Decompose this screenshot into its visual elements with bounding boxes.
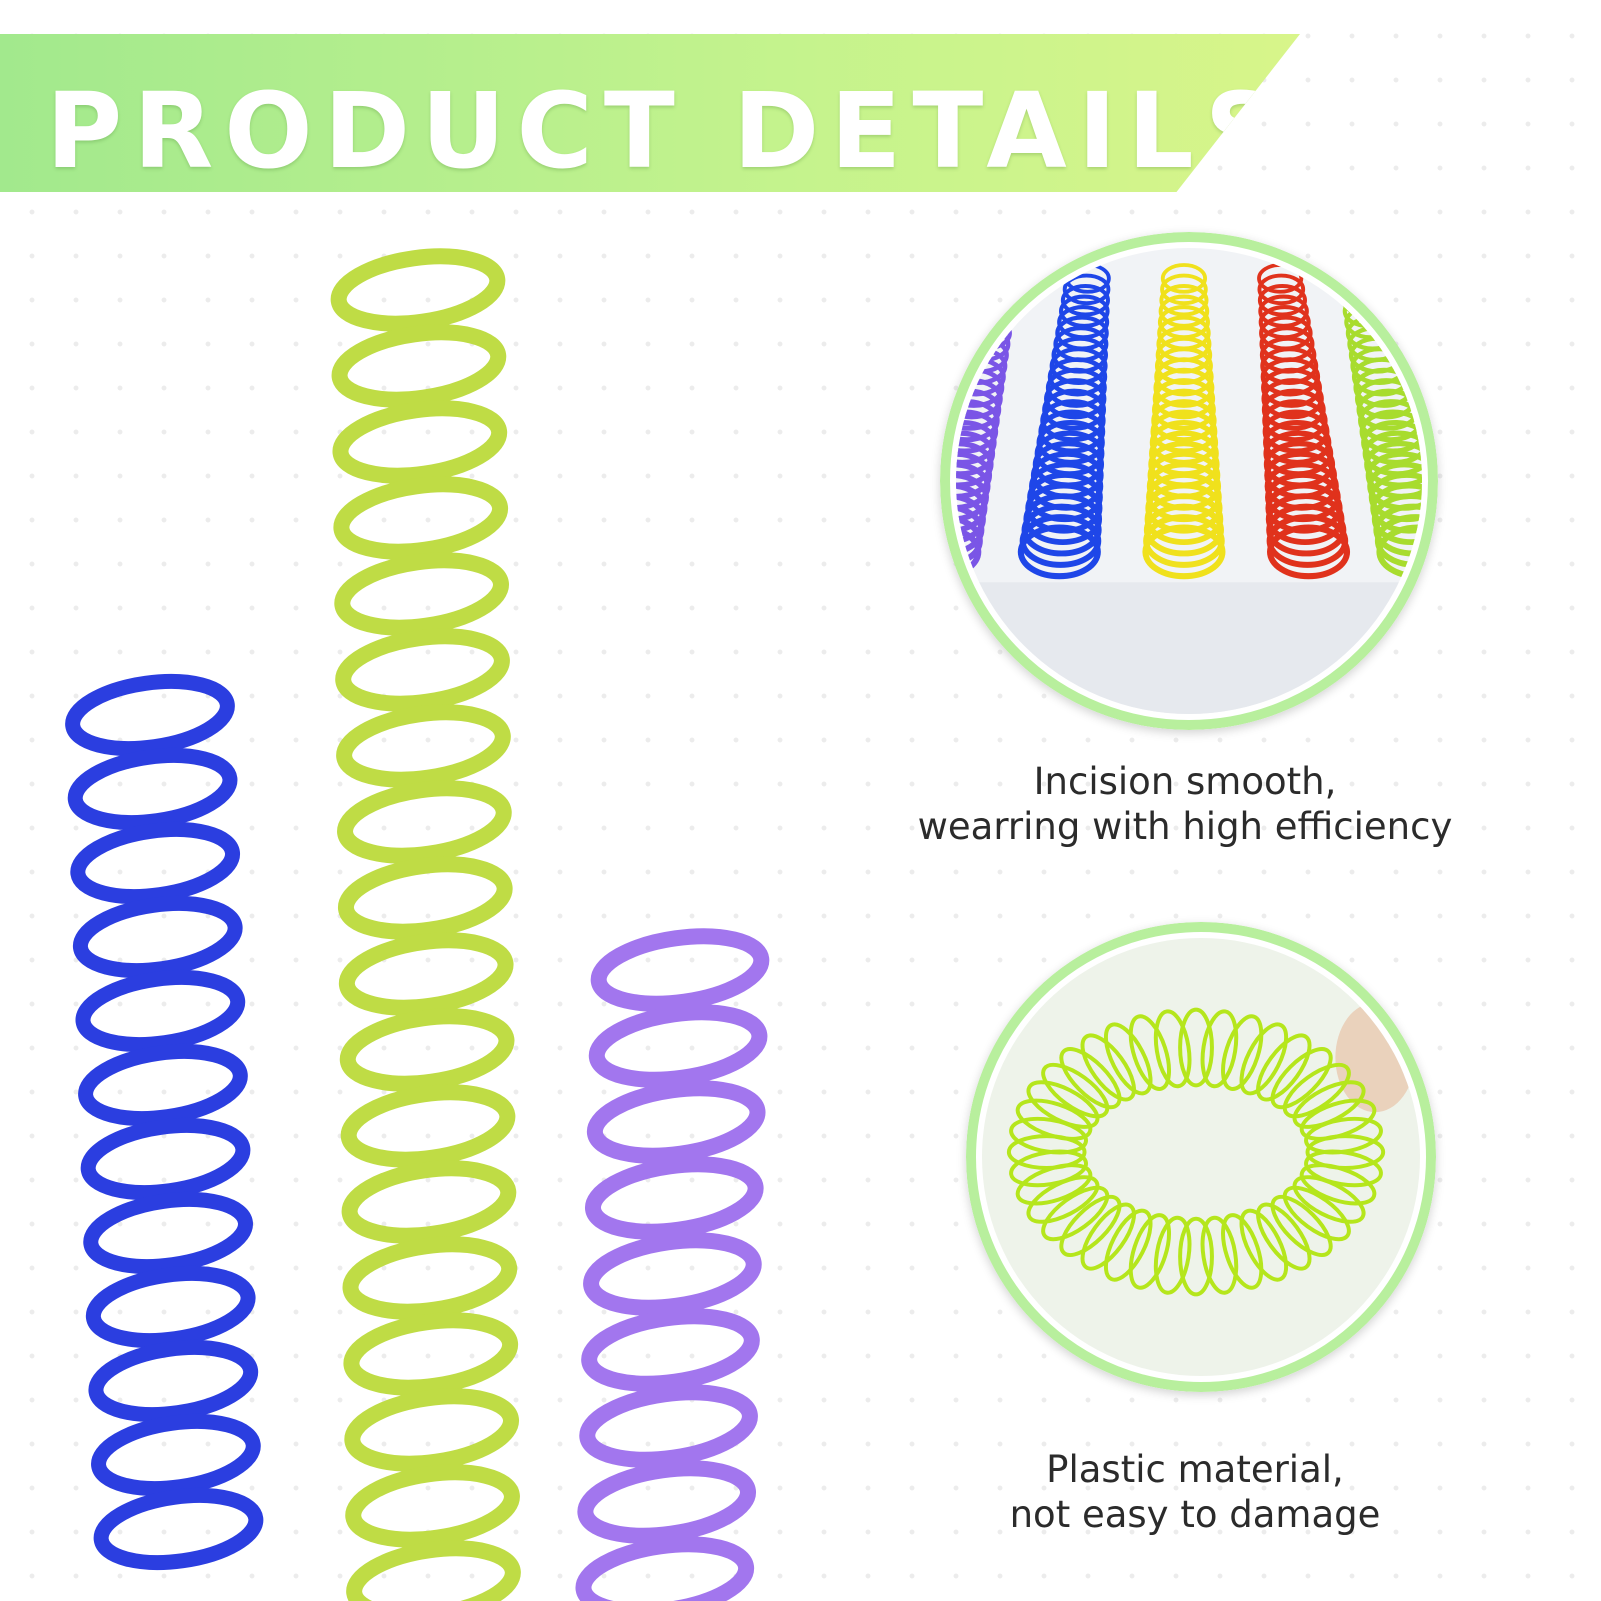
flexible-coil-photo [966,922,1436,1392]
purple-binding-coil [575,928,770,1601]
blue-binding-coil [65,674,264,1570]
green-binding-coil [330,248,521,1601]
colored-coils-photo [940,232,1438,730]
page-title: PRODUCT DETAILS [46,70,1291,192]
colored-coils-image [956,248,1422,714]
feature-caption-smooth: Incision smooth, wearring with high effi… [917,760,1453,848]
binding-coils-illustration [65,248,770,1601]
feature-caption-material: Plastic material, not easy to damage [1009,1448,1381,1536]
header-banner: PRODUCT DETAILS [0,34,1300,192]
bent-coil-image [982,938,1420,1376]
